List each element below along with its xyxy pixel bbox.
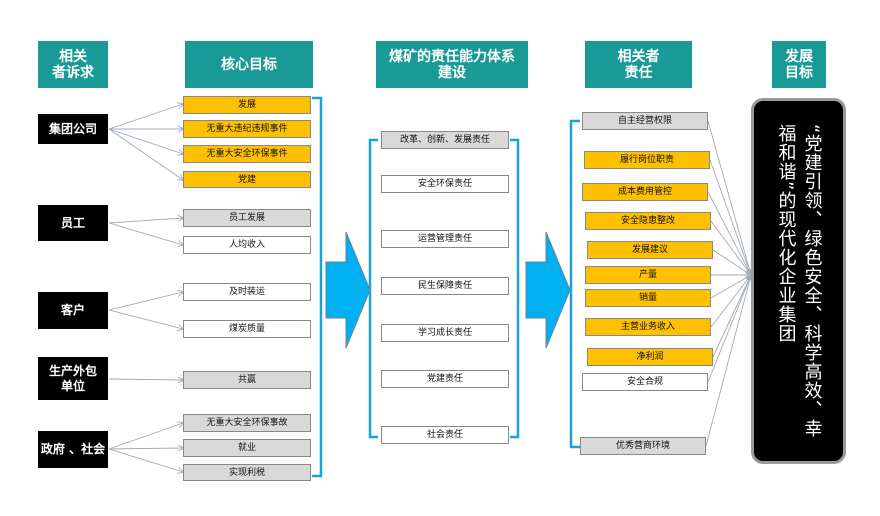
core-goal-employee-development: 员工发展 <box>183 209 311 227</box>
resp-output: 产量 <box>585 266 711 284</box>
fan-line-company-0 <box>108 104 183 130</box>
fan-line-company-3 <box>108 128 183 180</box>
fan-line-resp-10 <box>705 275 751 447</box>
fan-line-resp-1 <box>709 159 751 275</box>
bracket-core-goals <box>312 96 323 478</box>
fan-line-employee-1 <box>108 222 183 245</box>
fan-line-resp-3 <box>710 220 751 275</box>
fan-line-outsourcing-0 <box>108 379 183 380</box>
stakeholder-group-company: 集团公司 <box>38 114 108 144</box>
bracket-system-left <box>368 138 378 439</box>
fan-line-company-2 <box>108 128 183 154</box>
core-goal-no-violations: 无重大违纪违规事件 <box>183 120 311 138</box>
core-goal-profit-tax: 实现利税 <box>183 464 311 481</box>
system-livelihood: 民生保障责任 <box>381 277 509 295</box>
stakeholder-employees: 员工 <box>38 205 108 241</box>
header-responsibility-system: 煤矿的责任能力体系 建设 <box>376 41 528 88</box>
core-goal-no-safety-accidents: 无重大安全环保事故 <box>183 414 311 432</box>
flow-arrow-1 <box>325 231 371 349</box>
core-goal-no-safety-events: 无重大安全环保事件 <box>183 145 311 163</box>
stakeholder-outsourcing-units: 生产外包 单位 <box>38 357 108 400</box>
fan-line-employee-0 <box>108 218 183 224</box>
resp-cost-control: 成本费用管控 <box>582 183 708 201</box>
system-social: 社会责任 <box>381 426 509 444</box>
fan-line-government-1 <box>108 448 183 449</box>
development-goal-text: “党建引领、绿色安全、科学高效、幸 福和谐”的现代化企业集团 <box>775 123 823 439</box>
system-safety-environment: 安全环保责任 <box>381 175 509 193</box>
bracket-system-right <box>510 138 520 439</box>
fan-line-customer-1 <box>108 309 183 329</box>
resp-safety-compliance: 安全合规 <box>582 373 708 391</box>
fan-line-customer-0 <box>108 292 183 311</box>
fan-line-resp-7 <box>710 275 751 328</box>
development-goal-panel: “党建引领、绿色安全、科学高效、幸 福和谐”的现代化企业集团 <box>751 98 846 464</box>
resp-autonomy: 自主经营权限 <box>582 112 708 130</box>
fan-line-government-2 <box>108 448 183 472</box>
stakeholder-customers: 客户 <box>38 292 108 329</box>
system-reform-innovation: 改革、创新、发展责任 <box>381 131 509 149</box>
resp-suggestions: 发展建议 <box>587 241 713 259</box>
core-goal-development: 发展 <box>183 96 311 114</box>
system-party-building: 党建责任 <box>381 370 509 388</box>
header-stakeholder-needs: 相关 者诉求 <box>38 41 108 88</box>
fan-line-resp-9 <box>707 275 751 383</box>
bracket-resp <box>569 119 580 449</box>
header-development-goal: 发展 目标 <box>772 41 826 88</box>
resp-hazard-rectification: 安全隐患整改 <box>585 212 711 230</box>
core-goal-timely-shipment: 及时装运 <box>183 283 311 301</box>
fan-line-resp-4 <box>712 249 751 275</box>
flow-arrow-2 <box>525 231 571 349</box>
core-goal-party-building: 党建 <box>183 171 311 188</box>
header-core-goals: 核心目标 <box>185 41 313 88</box>
fan-line-government-0 <box>108 423 183 450</box>
core-goal-coal-quality: 煤炭质量 <box>183 320 311 338</box>
resp-net-profit: 净利润 <box>587 348 713 366</box>
fan-line-resp-6 <box>710 275 751 299</box>
stakeholder-government-society: 政府 、社会 <box>38 431 108 468</box>
core-goal-employment: 就业 <box>183 439 311 457</box>
resp-main-revenue: 主营业务收入 <box>585 318 711 336</box>
fan-line-resp-2 <box>707 191 751 275</box>
fan-line-resp-8 <box>712 275 751 358</box>
header-stakeholder-responsibilities: 相关者 责任 <box>585 41 692 88</box>
core-goal-win-win: 共赢 <box>183 371 311 389</box>
system-operations-management: 运营管理责任 <box>381 230 509 248</box>
resp-business-environment: 优秀营商环境 <box>580 437 706 455</box>
resp-job-duties: 履行岗位职责 <box>584 151 710 169</box>
fan-line-resp-0 <box>707 120 751 275</box>
core-goal-income: 人均收入 <box>183 236 311 254</box>
resp-sales: 销量 <box>585 289 711 307</box>
system-learning-growth: 学习成长责任 <box>381 324 509 342</box>
